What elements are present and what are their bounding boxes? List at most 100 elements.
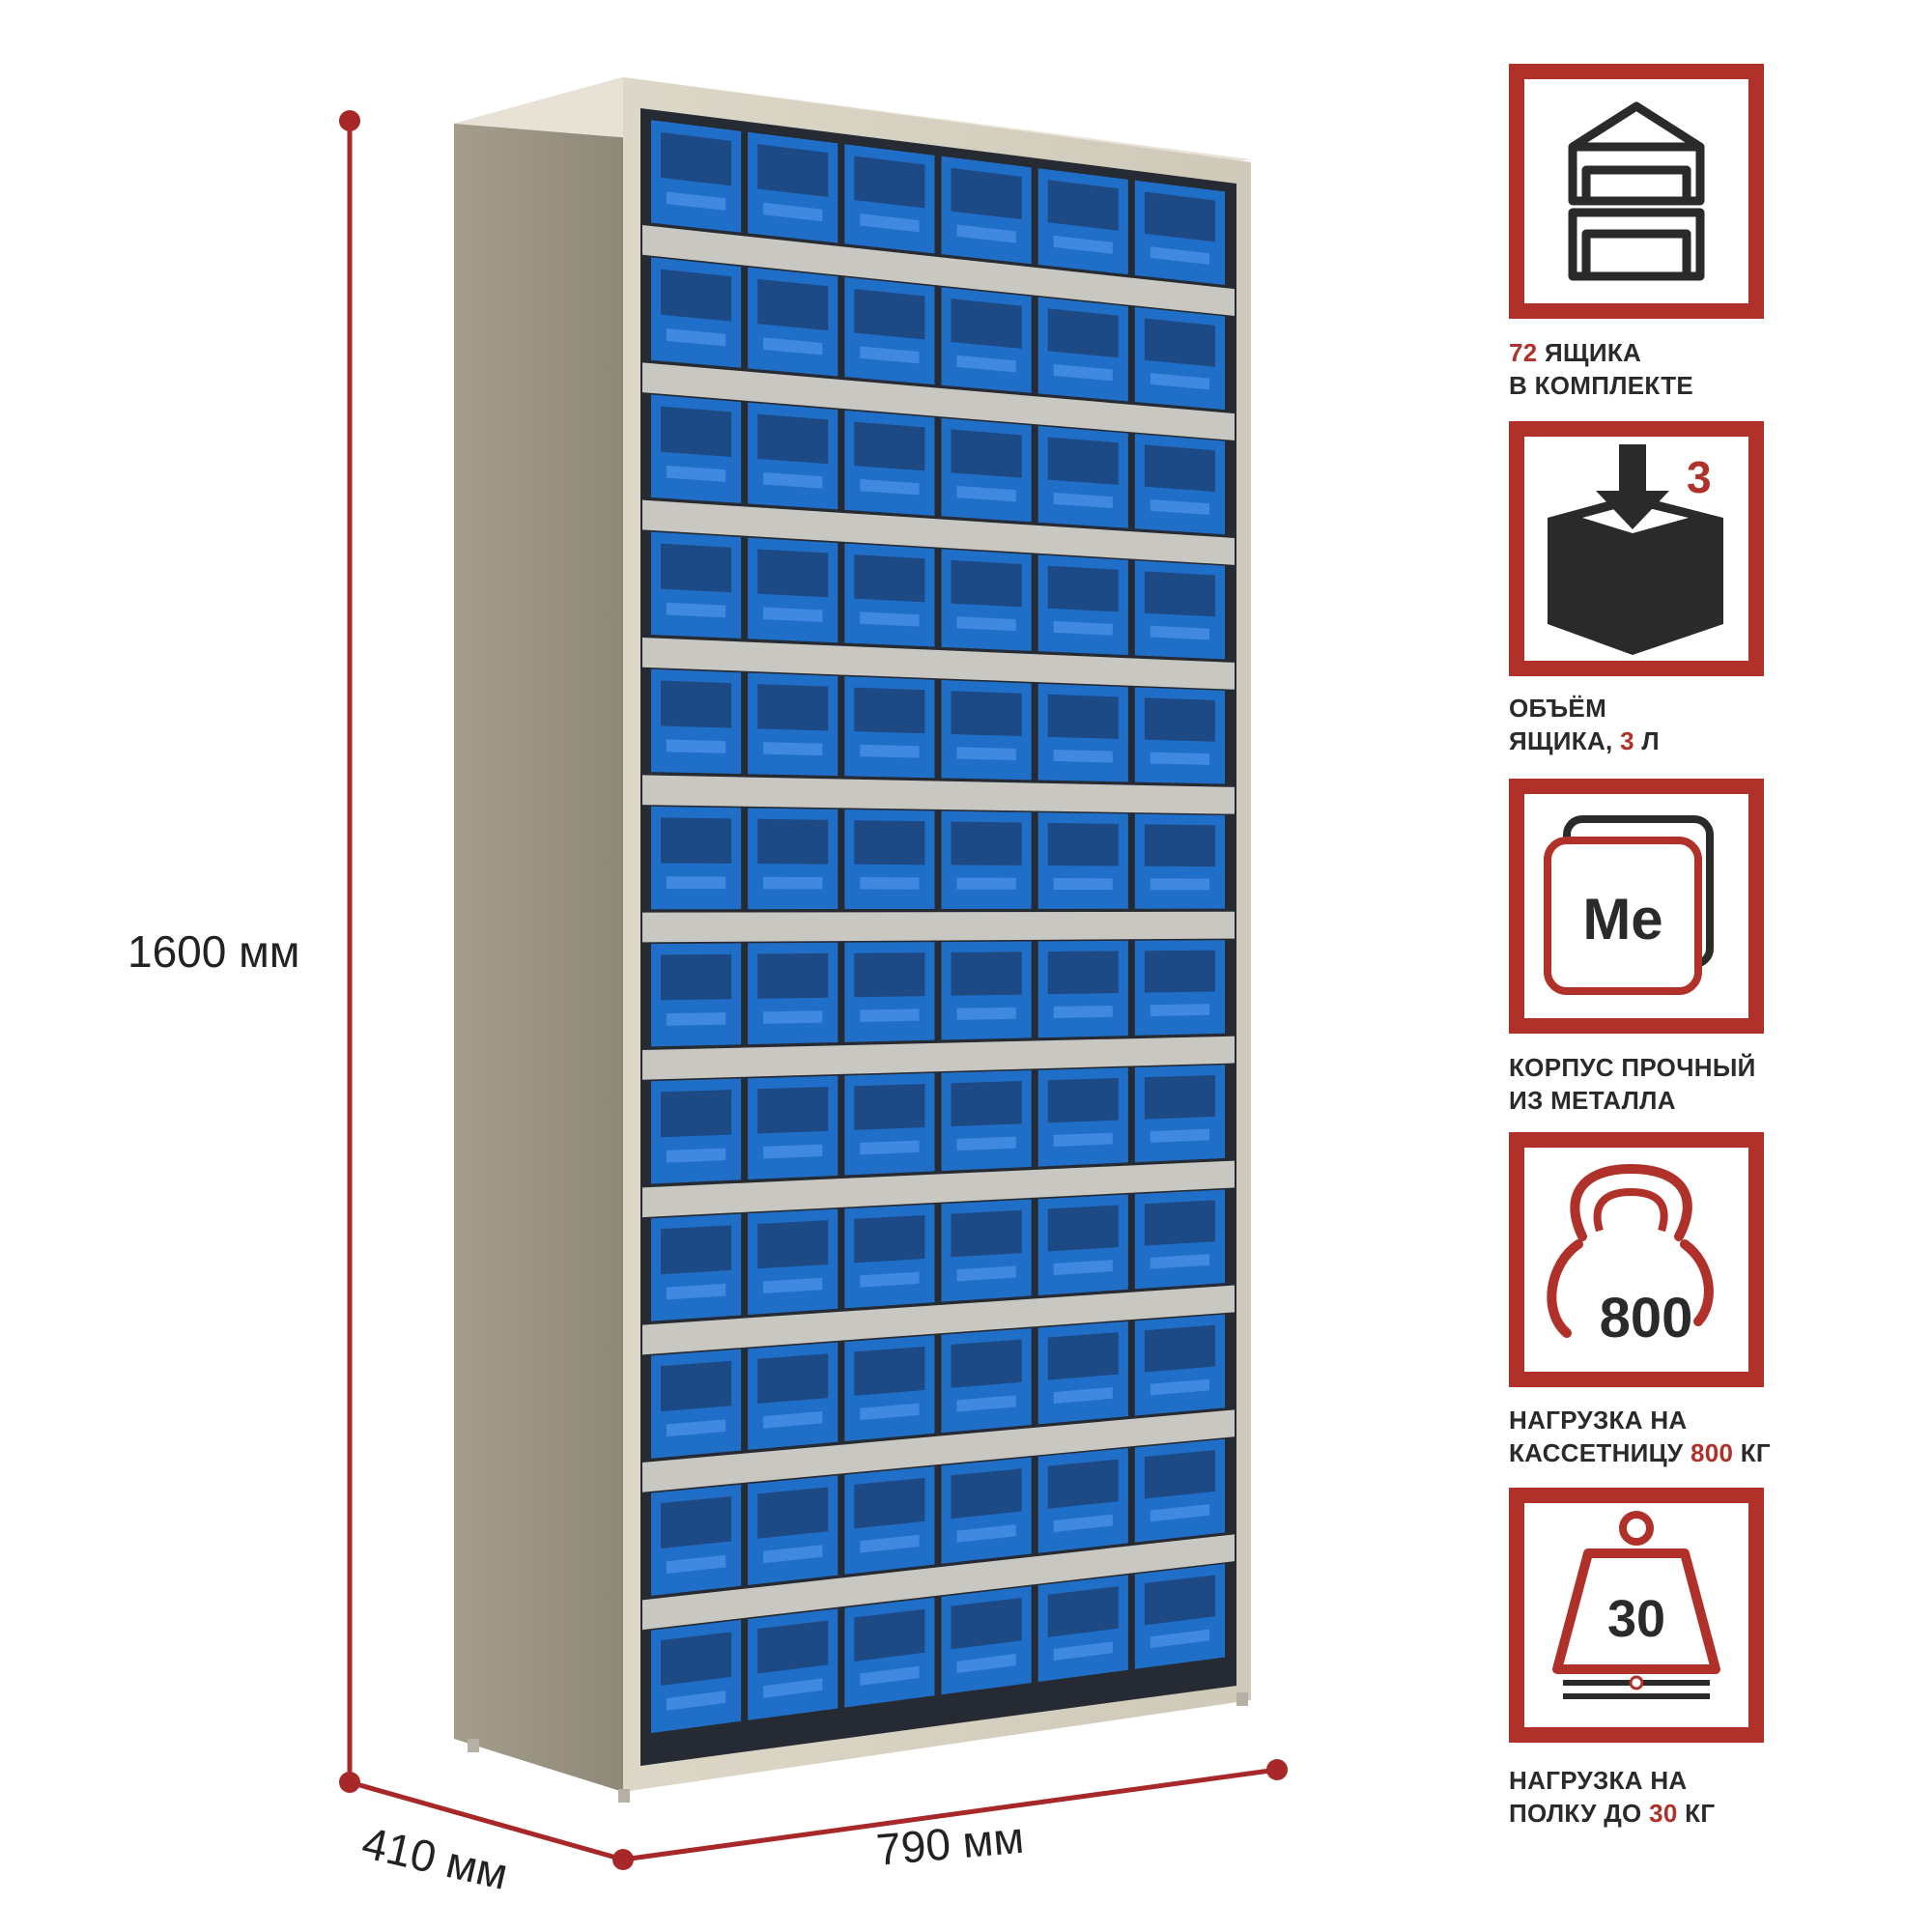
drawer-count: 72 [1509,338,1538,367]
bin-window [757,1087,829,1134]
bin-label-slot [1053,235,1113,254]
bin-label-slot [1150,373,1209,390]
bin-window [1047,951,1119,995]
bin-window [951,298,1022,349]
kettlebell-icon: 800 [1547,1163,1714,1350]
bin-label-slot [860,1403,920,1421]
feature-load-cabinet-caption: НАГРУЗКА НА КАССЕТНИЦУ 800 КГ [1509,1406,1771,1467]
bin-label-slot [860,478,920,496]
bin-window [661,1225,732,1275]
feature-volume-caption: ОБЪЁМ ЯЩИКА, 3 Л [1509,694,1660,755]
bin-label-slot [1150,625,1209,640]
cabinet-shelf [642,225,1235,317]
bin-label-slot [1150,246,1209,265]
bin-window [854,289,925,340]
bin-window [1144,950,1215,993]
bin-window [1144,1324,1215,1373]
cabinet-shelf [642,1285,1235,1355]
bin-label-slot [860,1271,920,1288]
bin-window [854,952,925,998]
bin-window [757,818,829,865]
bin-label-slot [667,1554,726,1574]
bin-label-slot [667,191,726,211]
bin-window [854,1346,925,1396]
bin-window [854,820,925,866]
bin-window [661,1496,732,1549]
bin-label-slot [956,1265,1016,1282]
bin-label-slot [956,1524,1016,1543]
storage-cabinet-illustration [339,77,1288,1870]
bin-window [854,1214,925,1264]
bin-label-slot [1053,1641,1113,1662]
bin-label-slot [763,1277,823,1294]
bin-window [951,821,1022,866]
bin-window [661,1090,732,1138]
bin-label-slot [763,337,823,355]
bin-label-slot [667,876,726,890]
dimension-lines [339,110,1288,1870]
bin-window [1144,1450,1215,1499]
bin-window [951,1339,1022,1388]
feature-load-shelf-caption: НАГРУЗКА НА ПОЛКУ ДО 30 КГ [1509,1766,1716,1828]
bin-label-slot [1150,878,1209,891]
bin-label-slot [1150,1254,1209,1269]
cabinet-shelf [642,775,1235,814]
cabinet-shelf [642,1409,1235,1492]
bin-label-slot [1053,1132,1113,1147]
bin-window [951,691,1022,737]
bin-window [1047,437,1119,485]
weight-icon: 30 [1552,1511,1720,1699]
box-volume-icon: 3 [1548,444,1723,655]
bin-window [661,953,732,1001]
bin-label-slot [956,1395,1016,1412]
bin-window [1144,824,1215,867]
bin-label-slot [860,1140,920,1155]
bin-label-slot [860,213,920,233]
bin-label-slot [763,202,823,222]
bin-label-slot [1150,1378,1209,1396]
bin-window [951,167,1022,220]
bin-window [854,1477,925,1529]
bin-label-slot [1053,1386,1113,1405]
bin-window [1047,1205,1119,1252]
dimension-point [1266,1759,1288,1780]
bin-window [951,952,1022,996]
bin-window [661,406,732,457]
kettlebell-icon-text: 800 [1600,1287,1693,1350]
bin-window [1047,1332,1119,1380]
bin-label-slot [1053,877,1113,891]
cabinet-foot [618,1789,630,1803]
bin-window [757,1220,829,1269]
bin-label-slot [763,1010,823,1024]
bin-label-slot [956,355,1016,373]
bin-label-slot [956,1136,1016,1151]
bin-window [1144,1200,1215,1246]
bin-label-slot [956,224,1016,243]
bin-window [1144,571,1215,617]
feature-volume-box: 3 [1509,421,1764,676]
bin-label-slot [667,1012,726,1026]
bin-label-slot [1053,1260,1113,1275]
cabinet-side-panel [454,77,623,1792]
bin-label-slot [1053,363,1113,382]
bin-label-slot [956,1654,1016,1673]
bin-label-slot [763,876,823,890]
bin-label-slot [860,611,920,627]
bin-window [854,156,925,209]
bin-window [1047,1586,1119,1637]
bin-window [951,1209,1022,1258]
bin-window [854,1084,925,1130]
bin-label-slot [1053,492,1113,509]
bin-label-slot [667,1419,726,1437]
bin-window [1144,697,1215,742]
bin-label-slot [1150,1504,1209,1522]
bin-window [757,1620,829,1674]
bin-window [854,1608,925,1662]
feature-drawers-box [1509,64,1764,319]
cabinet-shelf [642,638,1235,690]
bin-window [1144,1575,1215,1626]
bin-label-slot [860,346,920,364]
bin-window [854,554,925,603]
cabinet-shelf [642,1036,1235,1080]
bin-window [757,1353,829,1405]
